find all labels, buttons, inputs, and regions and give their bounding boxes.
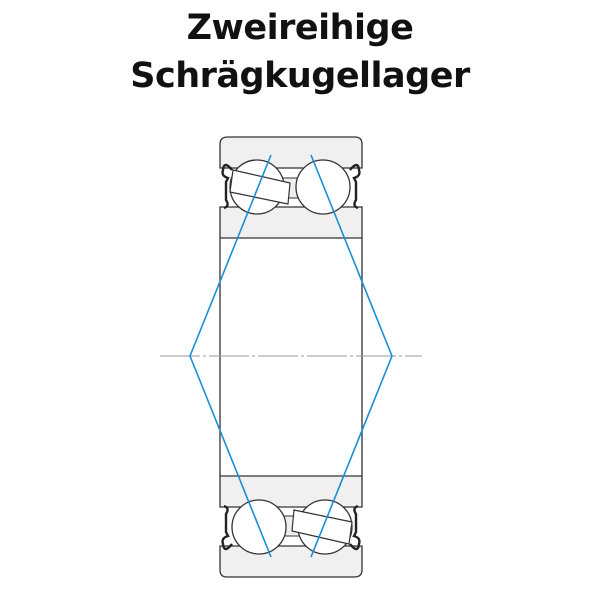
contact-line-left bbox=[189, 154, 272, 558]
title-line-1: Zweireihige bbox=[186, 8, 414, 48]
top-bearing-section bbox=[218, 135, 364, 240]
bottom-bearing-section bbox=[218, 474, 364, 579]
contact-line-right bbox=[310, 154, 393, 558]
title-line-2: Schrägkugellager bbox=[130, 56, 470, 96]
